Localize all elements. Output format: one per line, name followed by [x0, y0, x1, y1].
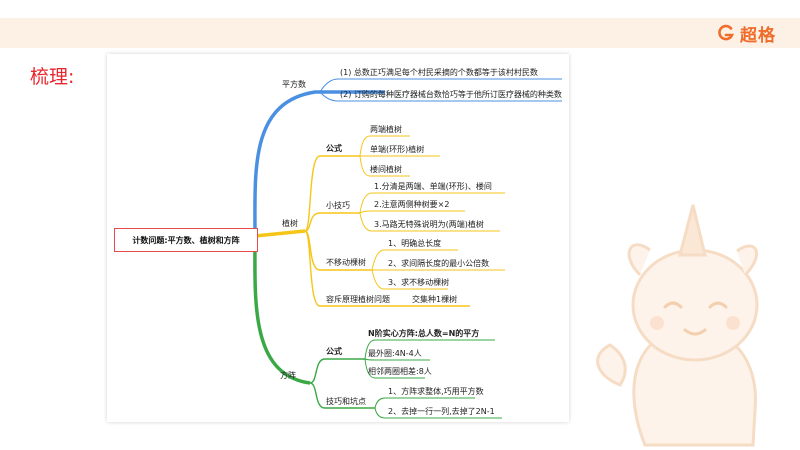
- brand-logo: 超格: [717, 20, 776, 46]
- leaf-item: 1、方阵求整体,巧用平方数: [388, 387, 484, 396]
- branch-label-square-numbers: 平方数: [282, 80, 306, 89]
- group-label-formula: 公式: [326, 144, 342, 153]
- leaf-item: (2) 订购的每种医疗器械台数恰巧等于他所订医疗器械的种类数: [340, 90, 562, 99]
- mindmap-root: 计数问题:平方数、植树和方阵: [114, 228, 258, 252]
- leaf-item: 相邻两圈相差:8人: [368, 367, 432, 376]
- leaf-item: 单端(环形)植树: [370, 145, 425, 154]
- leaf-item: 两端植树: [370, 125, 402, 134]
- leaf-item: 1、明确总长度: [388, 239, 442, 248]
- branch-label-tree-planting: 植树: [282, 219, 298, 228]
- leaf-item: 楼间植树: [370, 165, 402, 174]
- brand-mark-icon: [718, 24, 734, 41]
- group-label-fixed-trees: 不移动棵树: [326, 258, 366, 267]
- leaf-item: 3、求不移动棵树: [388, 278, 450, 287]
- leaf-item: 最外圈:4N-4人: [368, 349, 422, 358]
- group-label-formula: 公式: [326, 347, 342, 356]
- header-bar: [0, 18, 800, 48]
- leaf-item: 3.马路无特殊说明为(两端)植树: [374, 220, 484, 229]
- leaf-item: 2.注意两侧种树要×2: [374, 200, 450, 209]
- leaf-item: 2、求间隔长度的最小公倍数: [388, 259, 490, 268]
- group-label-inclusion-exclusion: 容斥原理植树问题: [326, 295, 390, 304]
- leaf-item: 1.分清是两端、单端(环形)、楼间: [374, 182, 492, 191]
- group-label-tips: 小技巧: [326, 201, 350, 210]
- leaf-item: 2、去掉一行一列,去掉了2N-1: [388, 407, 495, 416]
- leaf-item: (1) 总数正巧满足每个村民采摘的个数都等于该村村民数: [340, 68, 538, 77]
- brand-name: 超格: [740, 25, 776, 46]
- group-label-tips-pitfalls: 技巧和坑点: [326, 397, 366, 406]
- section-title: 梳理:: [30, 66, 75, 88]
- unicorn-mascot-icon: [596, 204, 759, 447]
- leaf-item: 交集种1棵树: [412, 295, 458, 304]
- leaf-item: N阶实心方阵:总人数=N的平方: [368, 329, 480, 338]
- branch-label-square-array: 方阵: [280, 371, 296, 380]
